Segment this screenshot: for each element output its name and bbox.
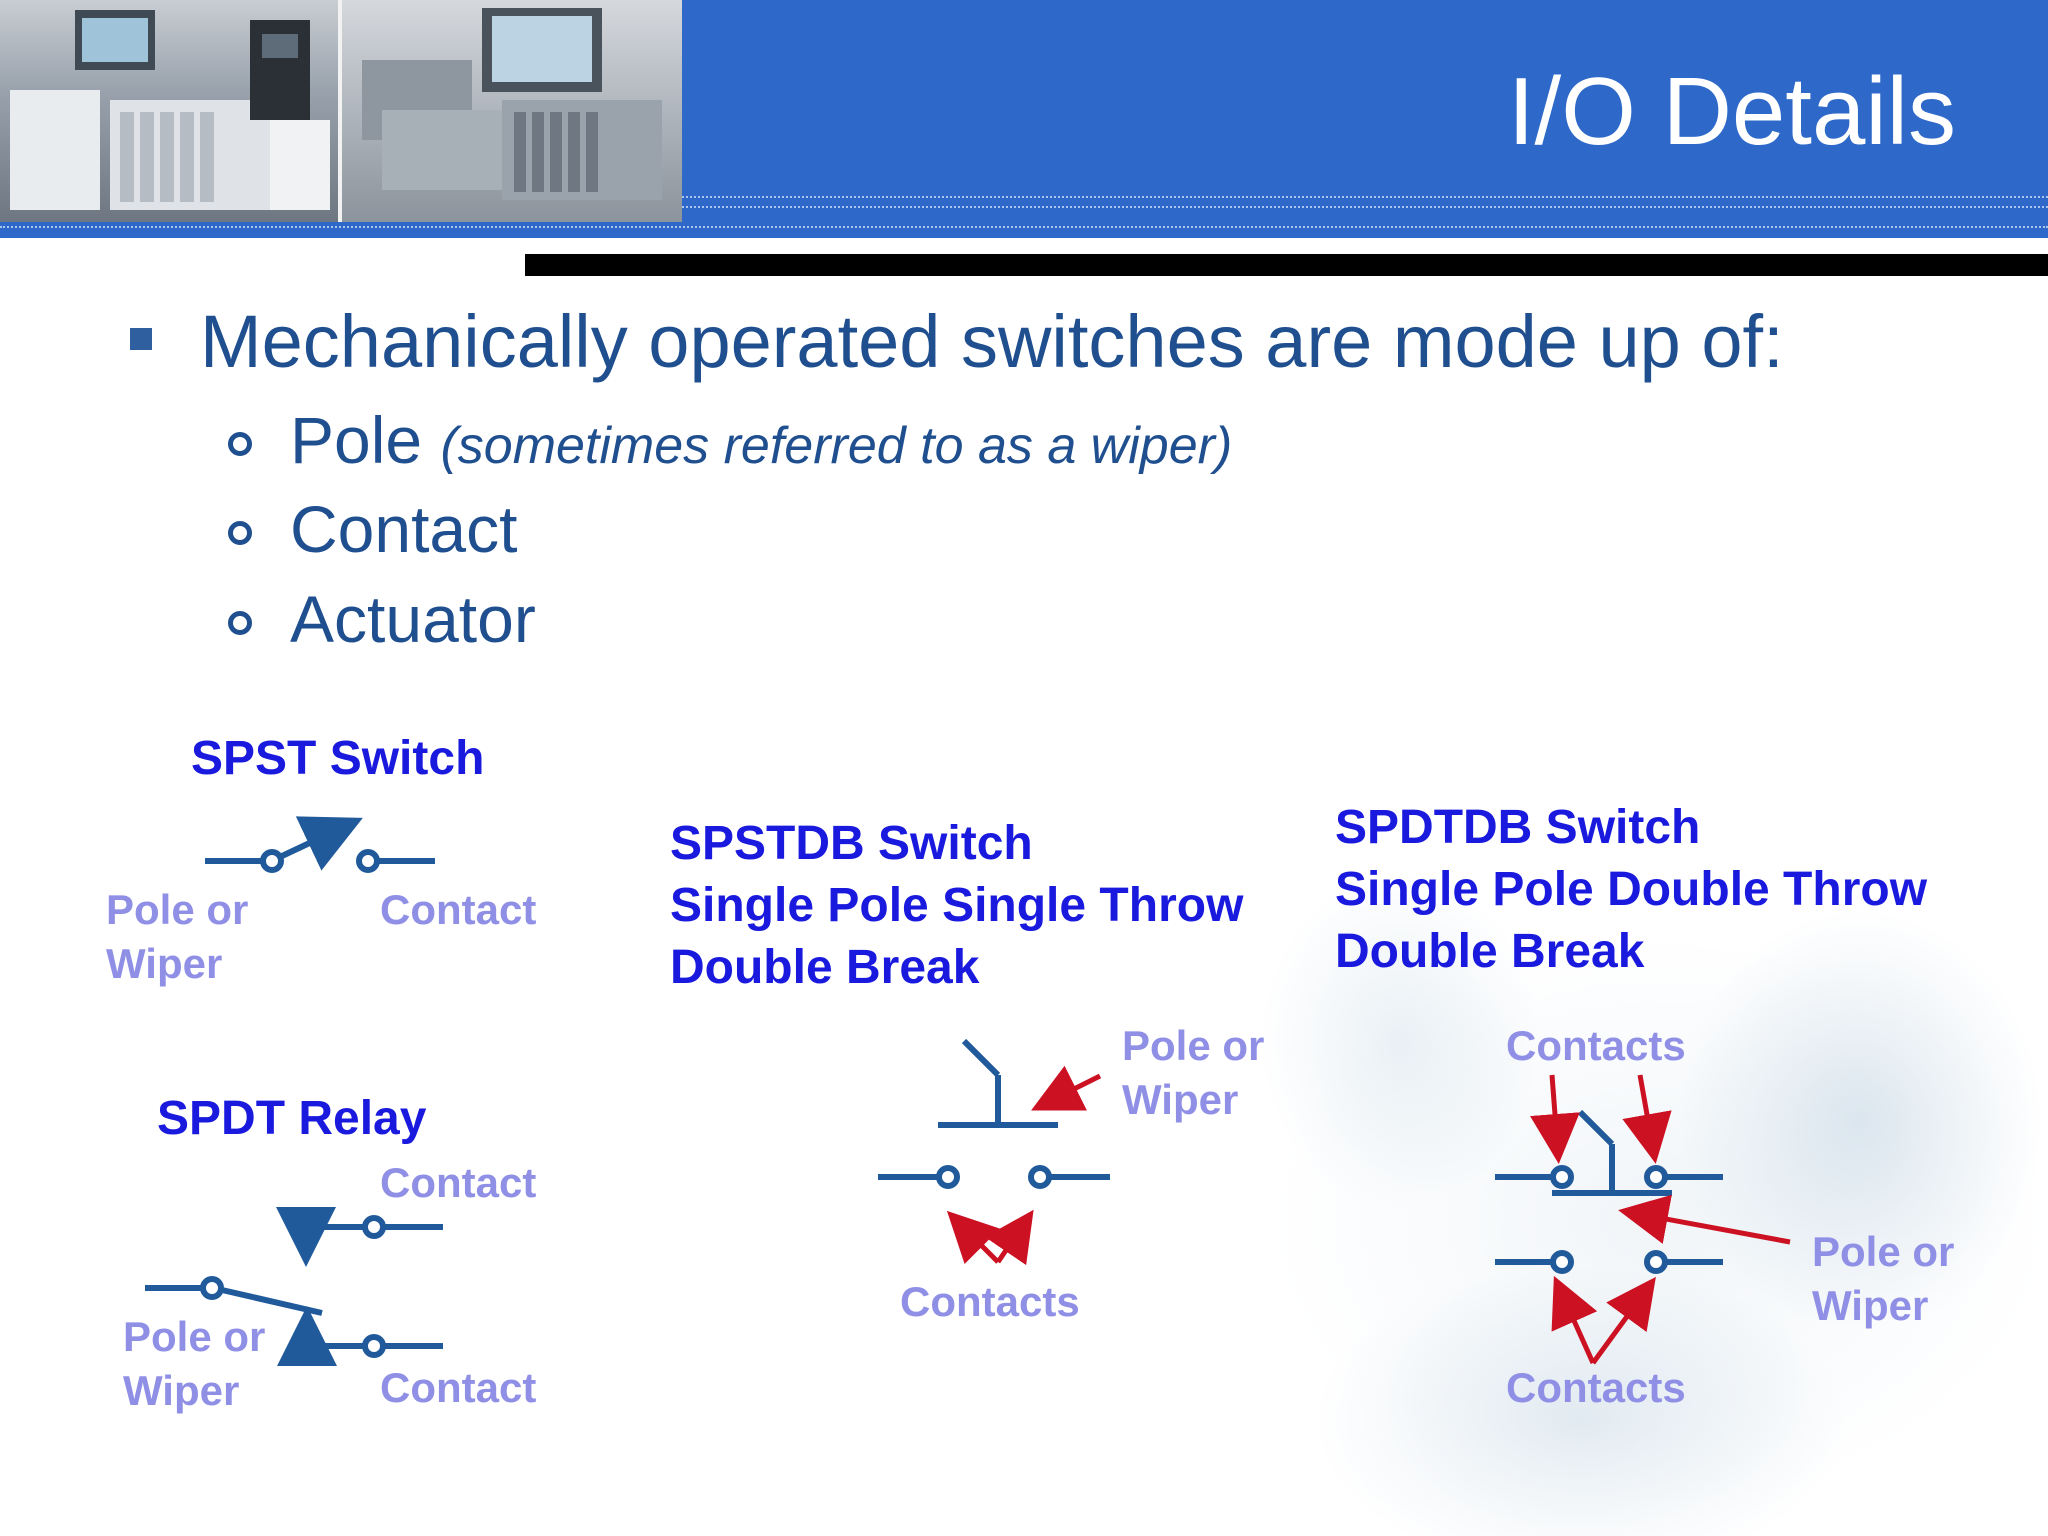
spdt-top-terminal [362, 1215, 386, 1239]
header-dotted-rule-3 [0, 226, 2048, 228]
spdtdb-contacts-bottom-arrow-left [1551, 1275, 1598, 1365]
spdtdb-contacts-top-arrow-right [1622, 1074, 1672, 1164]
spdtdb-upper-left-terminal [1550, 1165, 1574, 1189]
spdtdb-lower-right-terminal [1644, 1250, 1668, 1274]
spstdb-title-line3: Double Break [670, 941, 980, 994]
spstdb-switch-symbol [878, 1038, 1110, 1189]
circle-bullet-icon [228, 432, 252, 456]
spdtdb-contacts-bottom-arrow-right [1590, 1276, 1656, 1365]
sub-bullet-label: Contact [290, 492, 518, 566]
plc-modules-illustration [362, 8, 662, 200]
header-black-strip [525, 254, 2048, 276]
spdtdb-switch-symbol [1495, 1109, 1723, 1274]
spstdb-right-terminal [1028, 1165, 1052, 1189]
spstdb-pole-label-line2: Wiper [1122, 1076, 1239, 1123]
spstdb-actuator [961, 1038, 1001, 1078]
sub-bullet-text: Pole (sometimes referred to as a wiper) [290, 400, 1232, 486]
spstdb-title-line2: Single Pole Single Throw [670, 879, 1244, 932]
spst-blade [280, 816, 363, 871]
spdt-bottom-terminal [362, 1334, 386, 1358]
header-photo-plc-rack [0, 0, 338, 222]
spstdb-contacts-arrow-right [984, 1209, 1034, 1266]
spstdb-pole-label-line1: Pole or [1122, 1022, 1265, 1069]
spdtdb-pole-label-line1: Pole or [1812, 1228, 1955, 1275]
header-white-strip [0, 238, 525, 278]
spstdb-title-line1: SPSTDB Switch [670, 817, 1033, 870]
spst-contact-terminal [356, 849, 380, 873]
plc-rack-illustration [10, 10, 330, 210]
spdtdb-contacts-top-arrow-left [1530, 1074, 1580, 1164]
spdtdb-contacts-bottom-label: Contacts [1506, 1364, 1686, 1411]
circle-bullet-icon [228, 521, 252, 545]
spst-pole-terminal [260, 849, 284, 873]
header-photo-plc-modules [342, 0, 682, 222]
spdtdb-arrows [1530, 1074, 1791, 1365]
header-photo-divider [338, 0, 342, 222]
spdtdb-upper-right-terminal [1644, 1165, 1668, 1189]
header-dotted-rule-2 [682, 206, 2048, 208]
spdt-title: SPDT Relay [157, 1092, 427, 1145]
spdtdb-title-line3: Double Break [1335, 925, 1645, 978]
spst-contact-label: Contact [380, 886, 537, 933]
spstdb-pole-arrow [1031, 1065, 1102, 1111]
spdt-pole-label-line2: Wiper [123, 1367, 240, 1414]
spdt-pole-label-line1: Pole or [123, 1313, 266, 1360]
spdt-pole-terminal [200, 1276, 224, 1300]
spdtdb-pole-label-line2: Wiper [1812, 1282, 1929, 1329]
spdt-relay-symbol [145, 1207, 443, 1366]
spdt-contact-top-label: Contact [380, 1159, 537, 1206]
background-watermark-photo [1100, 860, 2048, 1536]
spst-pole-label-line1: Pole or [106, 886, 249, 933]
spstdb-contacts-arrow-left [946, 1210, 1000, 1264]
spstdb-arrows [946, 1065, 1102, 1266]
spdtdb-contacts-top-label: Contacts [1506, 1022, 1686, 1069]
spdtdb-actuator [1577, 1109, 1615, 1147]
spdtdb-pole-arrow [1618, 1194, 1791, 1245]
spdtdb-title-line2: Single Pole Double Throw [1335, 863, 1928, 916]
spst-switch-symbol [205, 816, 435, 873]
main-bullet-text: Mechanically operated switches are mode … [200, 300, 1784, 383]
spst-title: SPST Switch [191, 732, 485, 785]
square-bullet-icon [130, 328, 152, 350]
sub-bullet-label: Actuator [290, 582, 536, 656]
sub-bullet-label: Pole [290, 403, 423, 477]
circle-bullet-icon [228, 611, 252, 635]
spst-pole-label-line2: Wiper [106, 940, 223, 987]
spstdb-contacts-label: Contacts [900, 1278, 1080, 1325]
header-dotted-rule-1 [682, 196, 2048, 198]
spdt-contact-bottom-label: Contact [380, 1364, 537, 1411]
sub-bullet-note: (sometimes referred to as a wiper) [440, 417, 1233, 475]
spdtdb-title-line1: SPDTDB Switch [1335, 801, 1701, 854]
spdtdb-lower-left-terminal [1550, 1250, 1574, 1274]
spstdb-left-terminal [936, 1165, 960, 1189]
slide-title: I/O Details [1507, 58, 1956, 165]
